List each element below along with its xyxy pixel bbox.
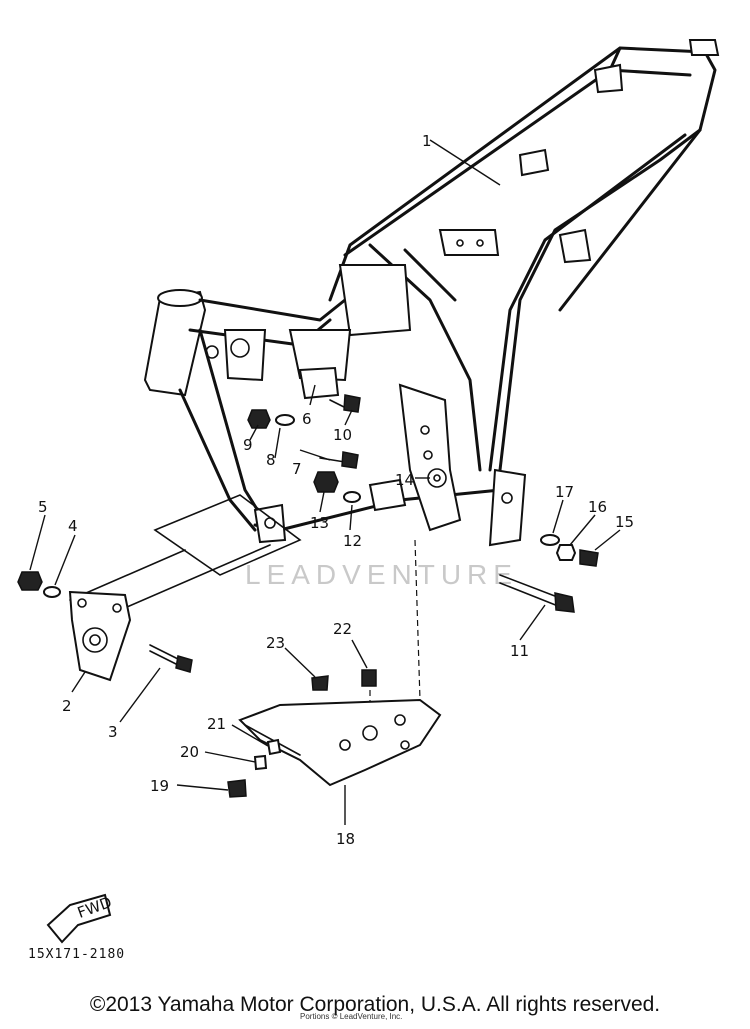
bolt-19 bbox=[227, 779, 247, 798]
callout-13: 13 bbox=[310, 514, 329, 532]
callout-1: 1 bbox=[422, 132, 432, 150]
engine-bracket bbox=[68, 590, 132, 682]
mid-hardware bbox=[247, 366, 447, 512]
callout-11: 11 bbox=[510, 642, 529, 660]
washer-4 bbox=[43, 586, 61, 598]
callout-17: 17 bbox=[555, 483, 574, 501]
callout-9: 9 bbox=[243, 436, 253, 454]
watermark: LEADVENTURE bbox=[245, 559, 518, 590]
callout-16: 16 bbox=[588, 498, 607, 516]
callout-21: 21 bbox=[207, 715, 226, 733]
callout-15: 15 bbox=[615, 513, 634, 531]
bolt-15 bbox=[579, 549, 599, 567]
washer-20 bbox=[253, 754, 268, 771]
nut-5 bbox=[17, 571, 43, 591]
callout-2: 2 bbox=[62, 697, 72, 715]
callout-3: 3 bbox=[108, 723, 118, 741]
callout-14: 14 bbox=[395, 471, 414, 489]
callout-5: 5 bbox=[38, 498, 48, 516]
callout-6: 6 bbox=[302, 410, 312, 428]
bolt-3 bbox=[149, 644, 193, 673]
small-credit: Portions © LeadVenture, Inc. bbox=[300, 1012, 403, 1021]
callout-19: 19 bbox=[150, 777, 169, 795]
callout-23: 23 bbox=[266, 634, 285, 652]
fwd-arrow-icon: FWD bbox=[46, 893, 114, 944]
collar-23 bbox=[311, 675, 329, 691]
bolt-11 bbox=[499, 574, 575, 613]
projection-outline bbox=[69, 494, 302, 611]
washer-21 bbox=[266, 738, 282, 756]
callout-8: 8 bbox=[266, 451, 276, 469]
callout-18: 18 bbox=[336, 830, 355, 848]
callout-7: 7 bbox=[292, 460, 302, 478]
washer-17 bbox=[540, 534, 560, 546]
callout-10: 10 bbox=[333, 426, 352, 444]
callout-4: 4 bbox=[68, 517, 78, 535]
callout-20: 20 bbox=[180, 743, 199, 761]
washer-16 bbox=[555, 544, 577, 561]
callout-12: 12 bbox=[343, 532, 362, 550]
part-code: 15X171-2180 bbox=[28, 947, 125, 962]
frame-body bbox=[143, 39, 720, 547]
leader-lines bbox=[29, 139, 621, 825]
collar-22 bbox=[361, 669, 377, 687]
copyright-notice: ©2013 Yamaha Motor Corporation, U.S.A. A… bbox=[89, 993, 661, 1016]
callout-22: 22 bbox=[333, 620, 352, 638]
